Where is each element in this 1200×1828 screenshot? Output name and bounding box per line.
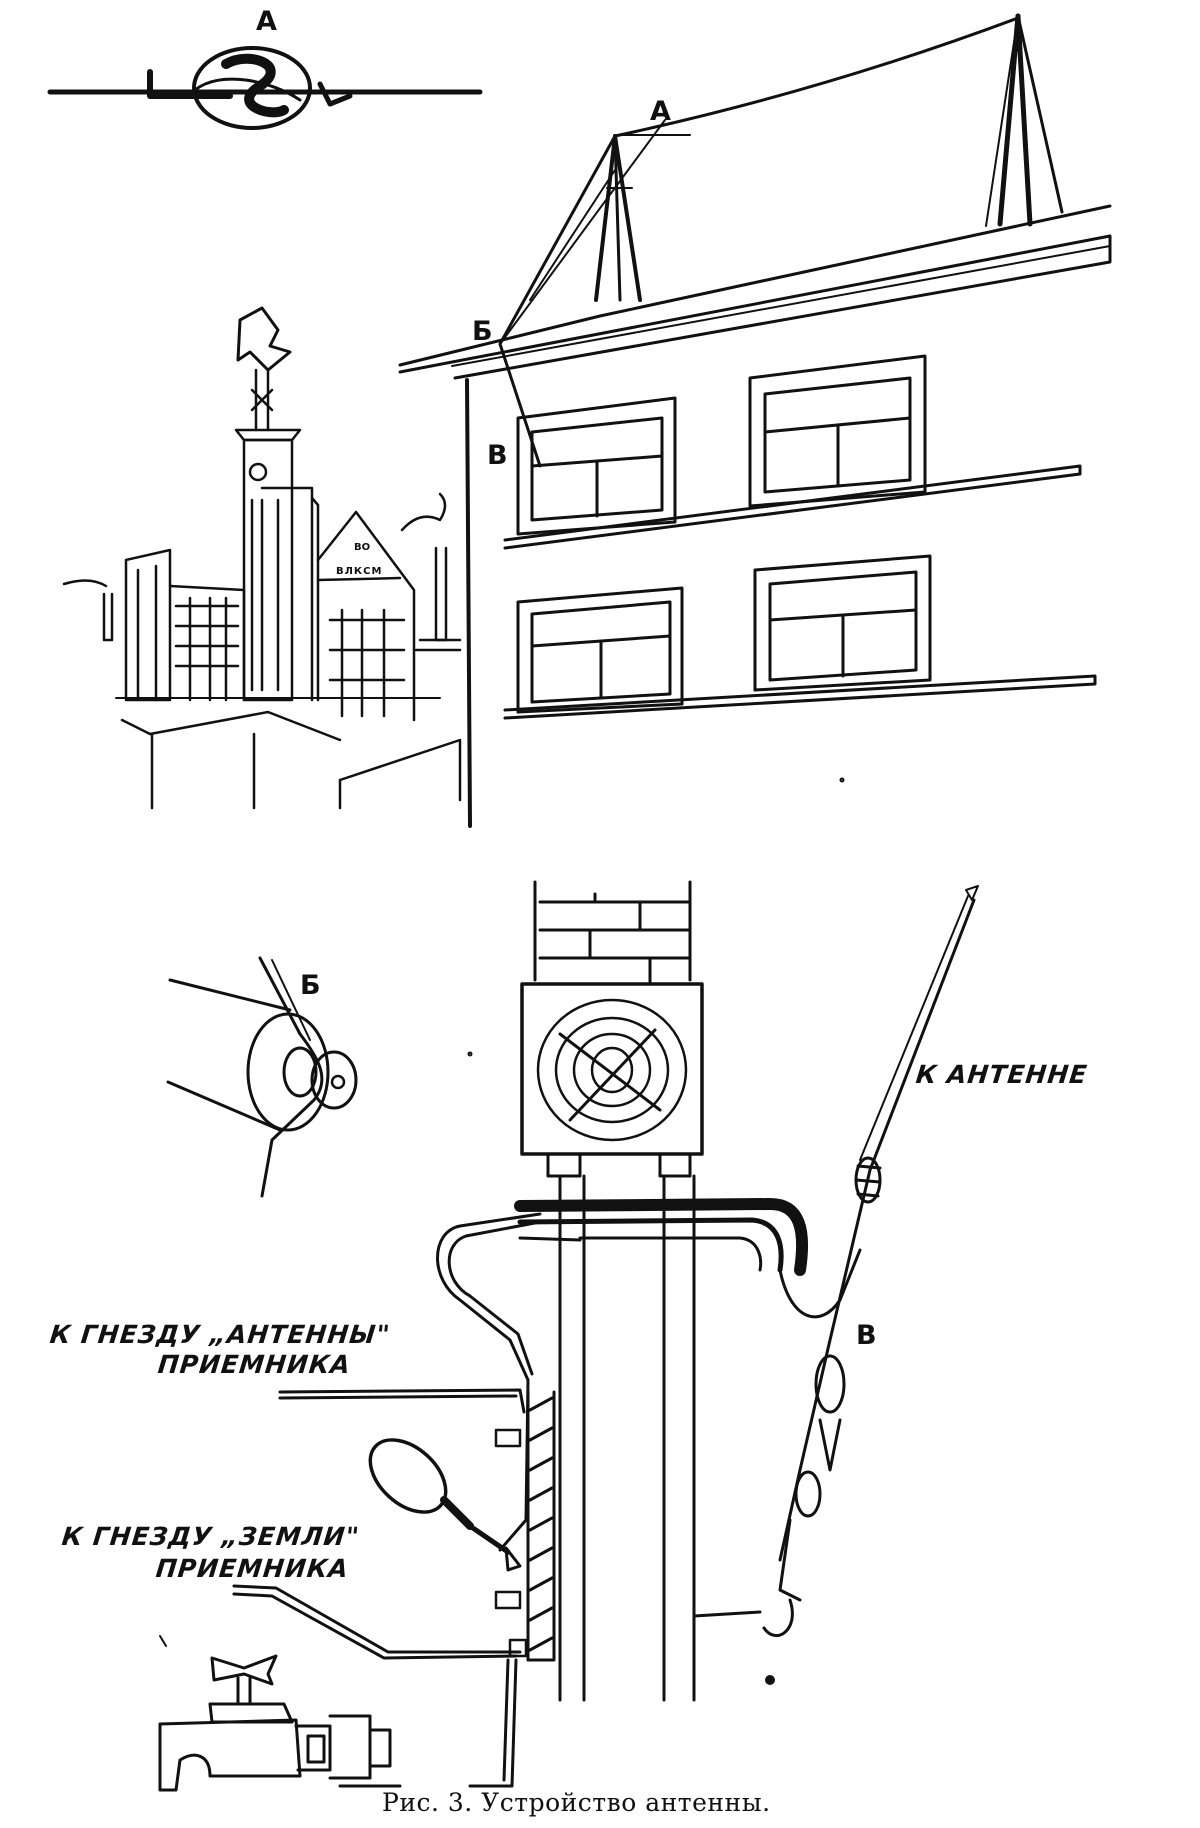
label-roof-v: В [487,440,508,471]
label-top-a: А [256,6,277,37]
screwdriver-icon [368,1438,522,1572]
label-to-antenna-socket-line1: К ГНЕЗДУ „АНТЕННЫ" [48,1320,392,1349]
label-to-antenna-socket-line2: ПРИЕМНИКА [156,1350,353,1379]
label-detail-v: В [856,1320,877,1351]
label-detail-b: Б [300,970,321,1001]
print-specks [159,777,845,1685]
label-roof-a: А [650,96,671,127]
building-sign-top: ВО [354,542,371,553]
turnbuckle-icon [692,885,979,1638]
building-sign: ВЛКСМ [336,566,383,577]
label-to-ground-socket-line1: К ГНЕЗДУ „ЗЕМЛИ" [60,1522,362,1551]
figure-caption: Рис. 3. Устройство антенны. [382,1788,771,1817]
building-with-antenna [398,13,1112,828]
label-roof-b: Б [472,316,493,347]
brick-chimney-icon [520,880,704,1178]
faucet-icon [158,1654,402,1792]
egg-insulator-icon [47,46,483,130]
lead-in-pipes [436,1174,862,1702]
egg-insulator-detail [166,956,358,1198]
label-to-ground-socket-line2: ПРИЕМНИКА [154,1554,351,1583]
label-to-antenna: К АНТЕННЕ [914,1060,1089,1089]
receiver-lead-wires [232,1388,528,1788]
tower-icon [62,306,462,810]
